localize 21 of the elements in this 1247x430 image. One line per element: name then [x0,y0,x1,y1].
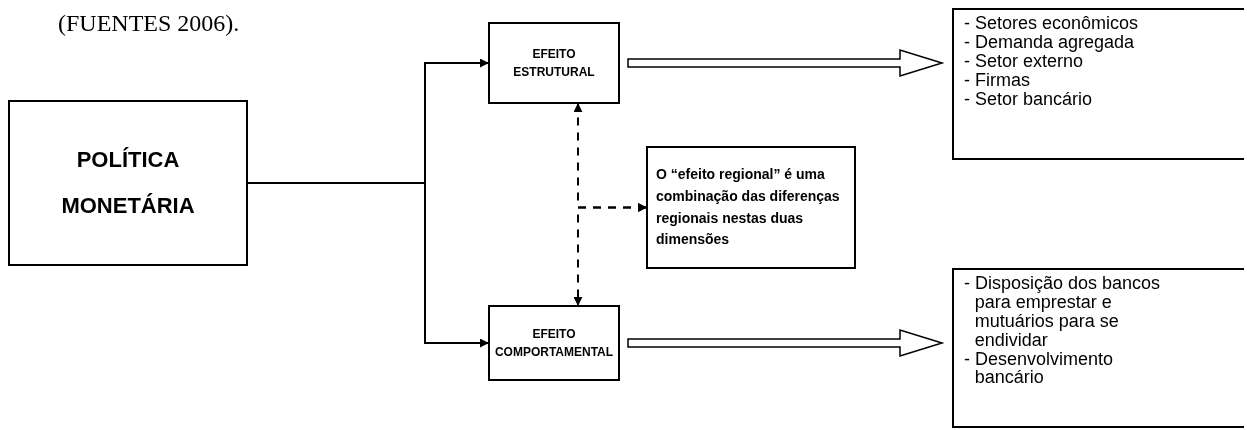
list-item: - Firmas [964,70,1031,90]
box-title: EFEITO COMPORTAMENTAL [494,326,614,361]
box-title: EFEITO ESTRUTURAL [512,46,596,81]
list-box [952,8,1244,160]
list-item: - Setores econômicos [964,14,1140,33]
list-item: - Setor bancário [964,89,1094,109]
list-item: - Disposição dos bancos para emprestar e mutuários para se endividar [964,274,1162,350]
effect-box [488,305,620,381]
block-arrow [627,329,945,357]
note-box [646,146,856,269]
list-item: - Setor externo [964,51,1084,71]
list-item: - Desenvolvimento bancário [964,349,1115,388]
list-item: - Demanda agregada [964,32,1136,52]
note-text: O “efeito regional” é uma combinação das diferenças regionais nestas duas dimensões [656,165,841,250]
block-arrow [627,49,945,77]
dashed-arrow [573,203,647,306]
policy-box [8,100,248,266]
list-box [952,268,1244,428]
box-title: POLÍTICA MONETÁRIA [60,145,196,220]
citation-text: (FUENTES 2006). [58,10,240,37]
effect-box [488,22,620,104]
